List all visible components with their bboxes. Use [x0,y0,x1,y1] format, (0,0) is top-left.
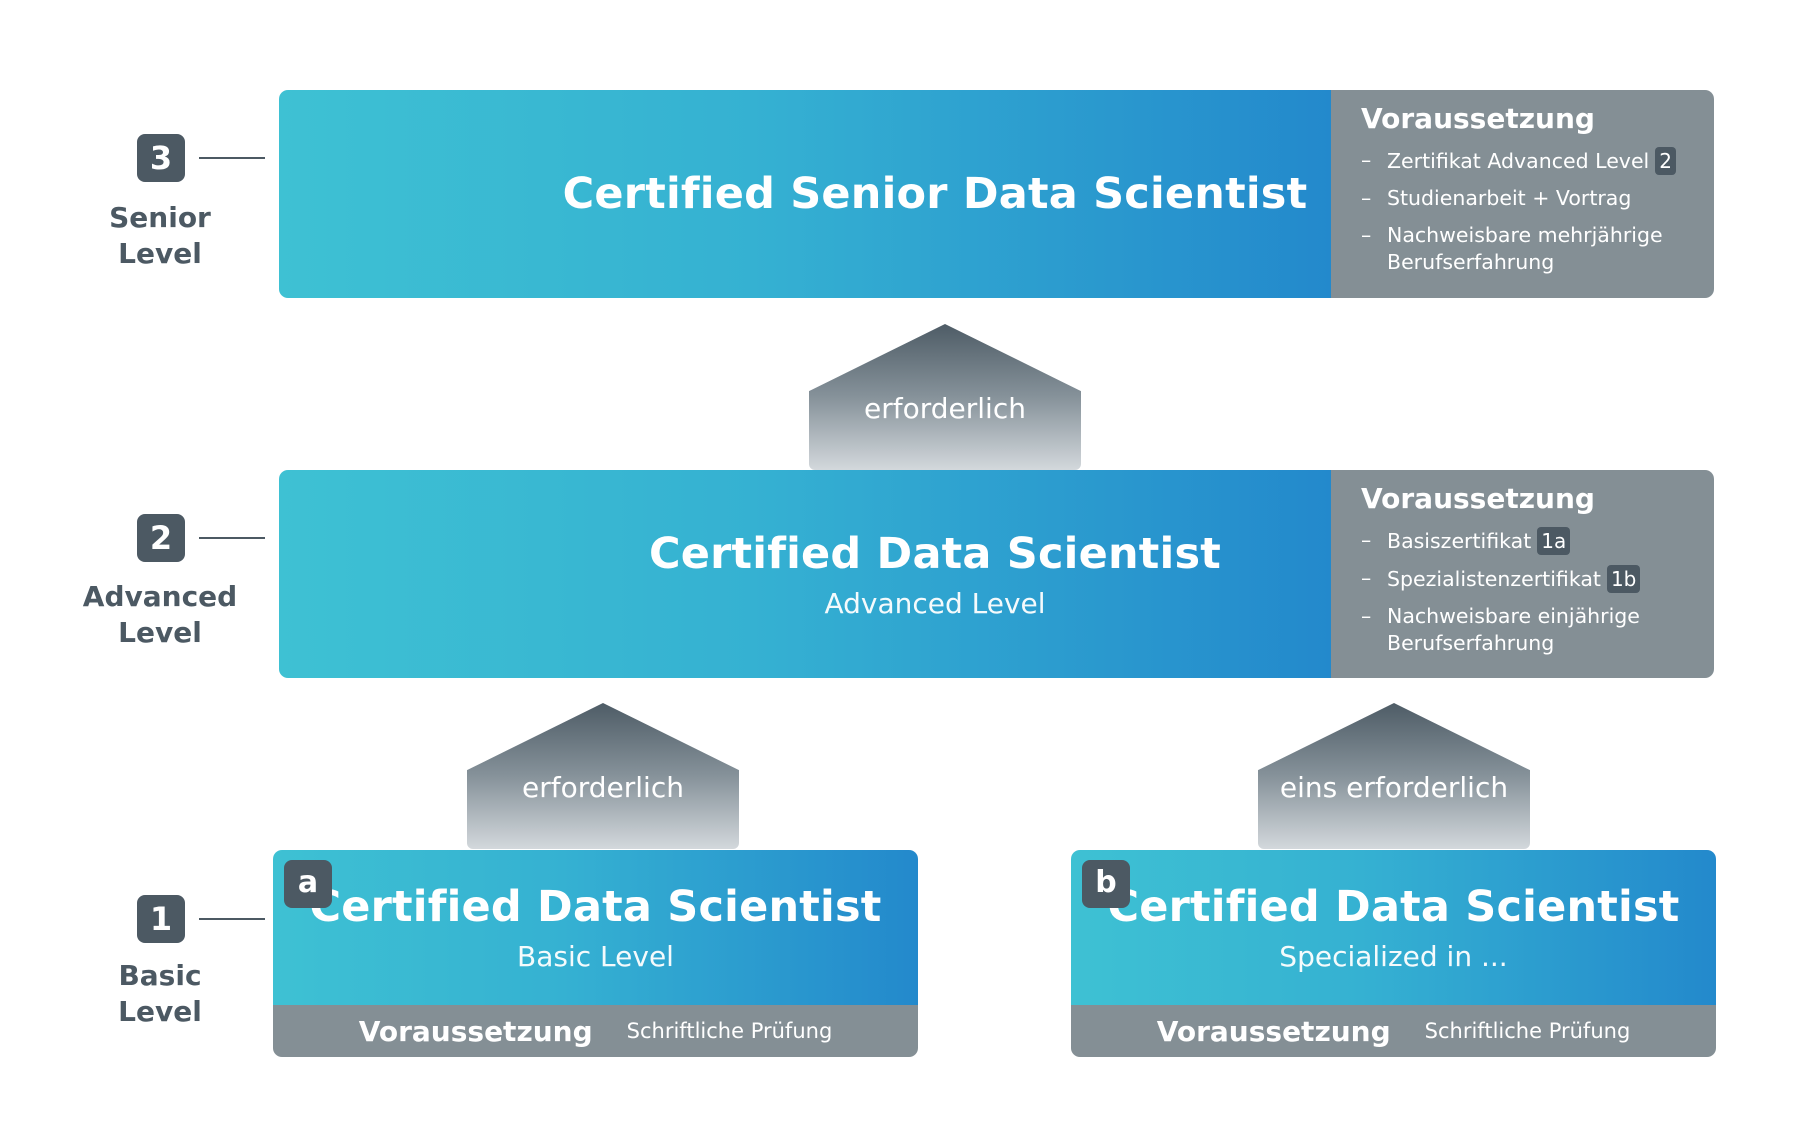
advanced-certificate-title: Certified Data Scientist [648,528,1222,579]
advanced-requirement-text: Basiszertifikat [1387,529,1532,553]
dash-icon: – [1361,528,1372,552]
basic-requirements-heading: Voraussetzung [358,1014,593,1048]
specialized-certificate-box: Certified Data Scientist Specialized in … [1071,850,1716,1057]
level-1-label-line2: Level [118,995,202,1028]
senior-certificate-title: Certified Senior Data Scientist [562,169,1308,219]
advanced-requirements-heading: Voraussetzung [1361,482,1595,515]
arrow-advanced-to-senior: erforderlich [809,324,1081,470]
specialized-certificate-subtitle: Specialized in ... [1279,940,1508,973]
level-2-badge: 2 [137,514,185,562]
basic-certificate-panel: Certified Data Scientist Basic Level [273,850,918,1005]
senior-requirements-panel: Voraussetzung – Zertifikat Advanced Leve… [1331,90,1714,298]
basic-certificate-title: Certified Data Scientist [309,882,882,932]
dash-icon: – [1361,604,1372,628]
dash-icon: – [1361,148,1372,172]
dash-icon: – [1361,186,1372,210]
specialized-requirements-strip: Voraussetzung Schriftliche Prüfung [1071,1005,1716,1057]
basic-requirements-text: Schriftliche Prüfung [626,1019,833,1043]
senior-certificate-panel: Certified Senior Data Scientist [279,90,1331,298]
senior-requirement-text-continued: Berufserfahrung [1387,250,1555,274]
senior-requirement-item: – Nachweisbare mehrjährige Berufserfahru… [1361,222,1714,276]
level-1-label-line1: Basic [118,959,202,992]
level-3-label-line2: Level [118,237,202,270]
advanced-requirement-text: Nachweisbare einjährige [1387,604,1640,628]
level-3-badge: 3 [137,134,185,182]
level-3-label: Senior Level [50,200,270,272]
senior-requirement-text: Nachweisbare mehrjährige [1387,223,1663,247]
level-1-badge: 1 [137,895,185,943]
specialized-certificate-panel: Certified Data Scientist Specialized in … [1071,850,1716,1005]
advanced-requirement-text: Spezialistenzertifikat [1387,567,1601,591]
advanced-certificate-panel: Certified Data Scientist Advanced Level [279,470,1331,678]
reference-badge: 2 [1655,147,1676,175]
reference-badge: 1a [1537,527,1571,555]
senior-requirement-item: – Studienarbeit + Vortrag [1361,185,1714,212]
specialized-certificate-title: Certified Data Scientist [1107,882,1680,932]
level-3-connector [199,157,265,159]
advanced-certificate-subtitle: Advanced Level [824,586,1046,620]
basic-certificate-box: Certified Data Scientist Basic Level Vor… [273,850,918,1057]
basic-requirements-strip: Voraussetzung Schriftliche Prüfung [273,1005,918,1057]
arrow-basic-to-advanced: erforderlich [467,703,739,849]
level-1-label: Basic Level [50,958,270,1030]
basic-certificate-subtitle: Basic Level [517,940,674,973]
advanced-requirement-item: – Nachweisbare einjährige Berufserfahrun… [1361,603,1714,657]
level-2-label-line2: Level [118,616,202,649]
level-2-label: Advanced Level [50,579,270,651]
dash-icon: – [1361,223,1372,247]
senior-requirement-text: Zertifikat Advanced Level [1387,149,1650,173]
level-3-label-line1: Senior [109,201,211,234]
arrow-specialized-to-advanced: eins erforderlich [1258,703,1530,849]
senior-requirements-heading: Voraussetzung [1361,102,1595,135]
level-2-label-line1: Advanced [82,580,238,613]
level-2-connector [199,537,265,539]
arrow-label: erforderlich [864,392,1026,425]
arrow-label: erforderlich [522,771,684,804]
advanced-certificate-box: Certified Data Scientist Advanced Level … [279,470,1714,678]
senior-requirement-text: Studienarbeit + Vortrag [1387,186,1632,210]
specialized-requirements-heading: Voraussetzung [1156,1014,1391,1048]
senior-certificate-box: Certified Senior Data Scientist Vorausse… [279,90,1714,298]
basic-letter-badge: a [284,860,332,908]
advanced-requirement-text-continued: Berufserfahrung [1387,631,1555,655]
level-1-connector [199,918,265,920]
specialized-requirements-text: Schriftliche Prüfung [1424,1019,1631,1043]
reference-badge: 1b [1606,565,1641,593]
arrow-label: eins erforderlich [1279,771,1509,804]
dash-icon: – [1361,566,1372,590]
specialized-letter-badge: b [1082,860,1130,908]
